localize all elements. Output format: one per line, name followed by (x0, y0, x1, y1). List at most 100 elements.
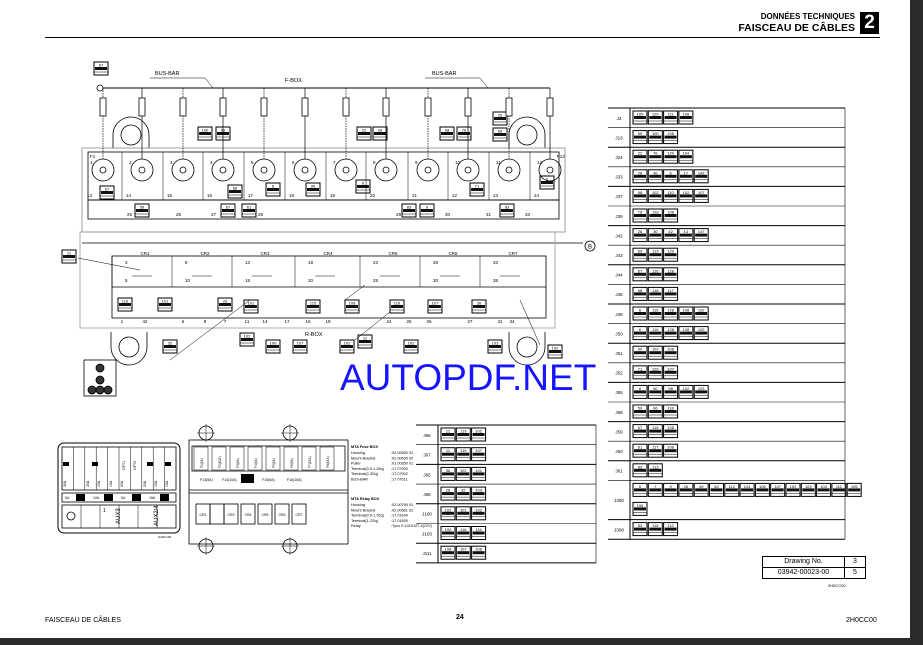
connector-band (817, 488, 830, 492)
connector-band (741, 488, 754, 492)
connector-band (442, 531, 454, 535)
mta-fuse-slot (193, 446, 209, 471)
connector-pin-number: 119 (122, 299, 129, 304)
small-connector-pin (103, 385, 113, 395)
legend-symbol-icon (63, 462, 69, 466)
connector-band (649, 488, 662, 492)
small-connector (83, 359, 117, 397)
fuse-socket (211, 158, 235, 182)
connector-band (634, 174, 646, 178)
chapter-badge: 2 (860, 12, 879, 34)
fuse-row3-number: 25 (127, 212, 133, 217)
connector-pin-number: 117 (652, 445, 659, 450)
connector-pin-number: 61 (247, 205, 252, 210)
connector-pin-number: 102 (698, 327, 705, 332)
connector-band (679, 312, 692, 315)
connector-band (241, 338, 253, 341)
rbox-bottom-number: 34 (509, 319, 515, 324)
rbox-bottom-number: 31 (497, 319, 503, 324)
mta-relay-slot (274, 503, 290, 525)
connector-band (457, 472, 470, 476)
fuse-socket (252, 158, 276, 182)
connector-pin-number: 107 (774, 484, 781, 489)
connector-band (294, 345, 306, 348)
mta-fuse-spec-value: :02.00690 02 (391, 456, 413, 460)
connector-pin-number: 6 (639, 484, 642, 489)
connector-band (664, 312, 677, 315)
connector-pin-number: 108 (683, 327, 690, 332)
connector-pin-number: 106 (759, 484, 766, 489)
connector-band (473, 305, 485, 308)
legend-mid-symbol-icon (104, 494, 113, 501)
left-table-connector-id: J67 (423, 453, 431, 458)
legend-label: OPT1 (122, 461, 126, 470)
connector-pin-number: 108 (349, 301, 356, 306)
connector-band (267, 345, 279, 348)
b-marker-circle (584, 240, 596, 252)
connector-pin-number: 128 (667, 308, 674, 313)
connector-pin-number: 26 (378, 128, 383, 133)
connector-pin-number: 100 (637, 112, 644, 117)
mta-relay-label: CR4 (244, 513, 251, 517)
connector-band (649, 292, 662, 296)
legend-rating: 15A (109, 480, 113, 487)
legend-mid-rating: 15A (149, 496, 156, 500)
connector-band (457, 452, 470, 456)
mta-relay-spec-name: Mount Bracket (351, 508, 376, 512)
relay-pin: 33 (493, 260, 499, 265)
connector-pin-number: 22 (362, 128, 367, 133)
legend-rating: 20A (86, 480, 90, 487)
connector-pin-number: 102 (552, 346, 559, 351)
fuse-socket (91, 158, 115, 182)
connector-pin-number: 116 (460, 527, 467, 532)
connector-pin-number: 49 (699, 484, 704, 489)
connector-pin-number: 116 (652, 308, 659, 313)
connector-pin-number: 102 (652, 347, 659, 352)
legend-mid-rating: 5A (65, 496, 70, 500)
connector-pin-number: 36 (446, 468, 451, 473)
rbox-bottom-number: 9 (204, 319, 207, 324)
footer-code: 2H0CC00 (846, 617, 877, 624)
connector-pin-number: 98 (638, 190, 643, 195)
connector-band (634, 488, 646, 492)
connector-band (695, 390, 708, 394)
legend-aux3-label: AUX3 (116, 508, 122, 524)
fuse-row2-number: 15 (167, 193, 173, 198)
mta-fuse-spec-name: Puller (351, 462, 361, 466)
rbox-bottom-number: 26 (426, 319, 432, 324)
connector-band (634, 449, 646, 453)
legend-rating: 15A (97, 480, 101, 487)
connector-pin-number: 102 (698, 308, 705, 313)
connector-pin-number: 107 (667, 366, 674, 371)
connector-band (634, 429, 646, 433)
small-connector-pin (95, 363, 105, 373)
bus-bar-label-left: BUS-BAR (155, 71, 179, 77)
connector-pin-number: 40 (653, 170, 658, 175)
connector-band (832, 488, 845, 492)
connector-pin-number: 107 (475, 448, 482, 453)
connector-band (457, 433, 470, 436)
rbox-bottom-number: 1 (121, 319, 124, 324)
connector-pin-number: 102 (652, 190, 659, 195)
connector-pin-number: 116 (652, 327, 659, 332)
fuse-row2-number: 19 (330, 193, 336, 198)
connector-pin-number: 99 (638, 131, 643, 136)
connector-pin-number: 104 (820, 484, 827, 489)
connector-band (664, 410, 677, 413)
footer-title: FAISCEAU DE CÂBLES (45, 617, 121, 624)
right-table-connector-id: J50 (615, 331, 623, 336)
mta-relay-spec-name: Housing (351, 503, 365, 507)
connector-band (695, 194, 708, 198)
right-table-connector-id: J42 (615, 233, 623, 238)
mta-relay-slot (240, 503, 256, 525)
fuse-holder (219, 97, 227, 117)
connector-pin-number: 112 (729, 484, 736, 489)
connector-pin-number: 102 (790, 484, 797, 489)
small-connector-pin (95, 385, 105, 395)
connector-pin-number: 128 (652, 210, 659, 215)
mta-fuse-label: F7(15A) (308, 456, 312, 468)
connector-band (472, 511, 485, 515)
relay-label: CR1 (140, 251, 149, 256)
connector-pin-number: 108 (667, 347, 674, 352)
connector-band (472, 492, 485, 496)
